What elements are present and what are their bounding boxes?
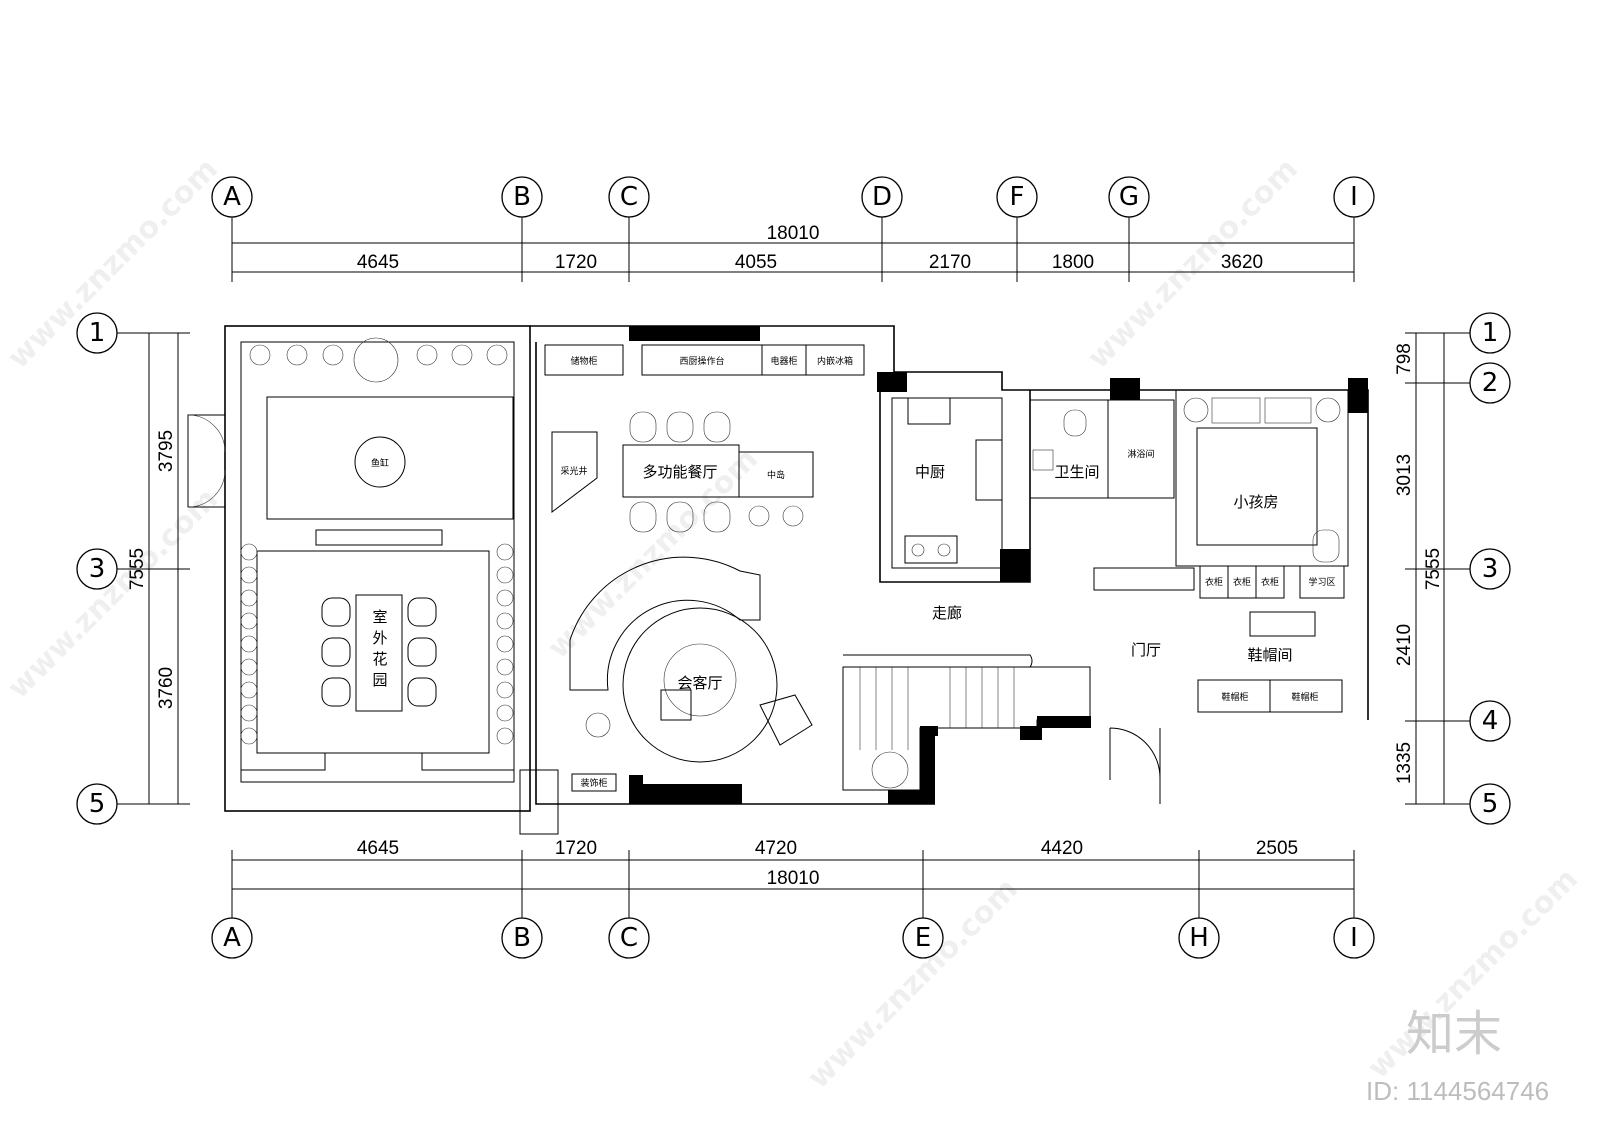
grid-label: A xyxy=(223,923,241,953)
kitchen-label: 中厨 xyxy=(915,463,945,481)
grid-label: 3 xyxy=(1482,554,1499,584)
fridge-label: 内嵌冰箱 xyxy=(817,355,853,367)
top-dimension-segment: 4055 xyxy=(735,252,777,273)
fish-tank-label: 鱼缸 xyxy=(371,457,389,469)
top-total-dimension: 18010 xyxy=(767,223,820,244)
wardrobe-label: 衣柜 xyxy=(1233,576,1251,588)
bottom-dimension-segment: 1720 xyxy=(555,838,597,859)
grid-label: 1 xyxy=(89,318,106,348)
western-counter-label: 西厨操作台 xyxy=(679,355,724,367)
living-room: 会客厅 装饰柜 xyxy=(519,556,813,835)
right-dimension-segment: 3013 xyxy=(1394,454,1415,496)
grid-label: B xyxy=(513,923,531,953)
top-dimension-segment: 1800 xyxy=(1052,252,1094,273)
grid-label: H xyxy=(1189,923,1209,953)
bottom-dimension-segment: 4645 xyxy=(357,838,399,859)
watermark-text: www.znzmo.com xyxy=(801,872,1025,1096)
grid-label: F xyxy=(1010,182,1025,212)
grid-label: C xyxy=(620,182,638,212)
deco-cabinet-label: 装饰柜 xyxy=(580,777,607,789)
entrance-door xyxy=(1109,727,1161,804)
right-dimension-lines xyxy=(1405,332,1473,805)
shoe-cabinet-label: 鞋帽柜 xyxy=(1221,691,1248,703)
island-label: 中岛 xyxy=(767,469,785,481)
bathroom: 卫生间 淋浴间 xyxy=(1029,399,1175,499)
grid-label: D xyxy=(872,182,892,212)
grid-label: C xyxy=(620,923,638,953)
grid-label: 5 xyxy=(89,789,106,819)
foyer-label: 门厅 xyxy=(1131,641,1161,659)
watermark-text: www.znzmo.com xyxy=(1,482,225,706)
grid-label: 2 xyxy=(1482,368,1499,398)
left-grid-axis: 1 3 5 xyxy=(76,312,118,825)
wardrobe-label: 衣柜 xyxy=(1261,576,1279,588)
top-dimension-segment: 3620 xyxy=(1221,252,1263,273)
study-area-label: 学习区 xyxy=(1308,576,1335,588)
bottom-grid-axis: A B C E H I xyxy=(211,917,1375,959)
grid-label: 1 xyxy=(1482,318,1499,348)
shower-label: 淋浴间 xyxy=(1127,448,1154,460)
bottom-dimension-segment: 4720 xyxy=(755,838,797,859)
top-dimension-segment: 1720 xyxy=(555,252,597,273)
garden-label-char: 外 xyxy=(372,629,387,647)
right-grid-axis: 1 2 3 4 5 xyxy=(1469,312,1511,825)
grid-label: I xyxy=(1350,923,1358,953)
skylight-label: 采光井 xyxy=(560,465,587,477)
brand-logo-text: 知末 xyxy=(1406,1006,1502,1062)
bathroom-label: 卫生间 xyxy=(1054,463,1099,481)
kitchen: 中厨 xyxy=(891,397,1003,569)
right-dimension-segment: 2410 xyxy=(1394,624,1415,666)
left-dimension-lines xyxy=(117,332,190,805)
garden-label-char: 室 xyxy=(372,608,387,626)
shoe-cabinet-row: 鞋帽柜 鞋帽柜 xyxy=(1197,679,1343,713)
left-dimension-segment: 3760 xyxy=(156,667,177,709)
dining-room-label: 多功能餐厅 xyxy=(642,463,717,481)
dining-area: 采光井 多功能餐厅 中岛 xyxy=(551,411,814,533)
building-walls xyxy=(530,325,1369,805)
wardrobe-label: 衣柜 xyxy=(1205,576,1223,588)
bottom-dimension-segment: 2505 xyxy=(1256,838,1298,859)
top-dimension-segment: 4645 xyxy=(357,252,399,273)
grid-label: A xyxy=(223,182,241,212)
top-grid-axis: A B C D F G I xyxy=(211,176,1375,218)
grid-label: E xyxy=(915,923,931,953)
garden-label-char: 园 xyxy=(372,671,387,689)
storage-cabinet-label: 储物柜 xyxy=(570,355,597,367)
grid-label: 4 xyxy=(1482,706,1499,736)
top-dimension-segment: 2170 xyxy=(929,252,971,273)
right-dimension-segment: 1335 xyxy=(1394,742,1415,784)
grid-label: B xyxy=(513,182,531,212)
grid-label: 3 xyxy=(89,554,106,584)
staircase xyxy=(842,654,1091,791)
right-total-dimension: 7555 xyxy=(1423,548,1444,590)
watermark-footer: 知末 ID: 1144564746 xyxy=(1366,1006,1549,1106)
grid-label: I xyxy=(1350,182,1358,212)
shoe-room-label: 鞋帽间 xyxy=(1247,646,1292,664)
kids-room: 小孩房 xyxy=(1175,389,1349,567)
garden-label-char: 花 xyxy=(372,650,387,668)
bottom-dimension-lines xyxy=(231,850,1355,920)
bottom-total-dimension: 18010 xyxy=(767,868,820,889)
image-id-text: ID: 1144564746 xyxy=(1366,1076,1549,1106)
grid-label: G xyxy=(1119,182,1139,212)
kids-room-label: 小孩房 xyxy=(1233,493,1278,511)
corridor-label: 走廊 xyxy=(932,604,962,622)
left-dimension-segment: 3795 xyxy=(156,430,177,472)
top-dimension-lines xyxy=(231,213,1355,282)
grid-label: 5 xyxy=(1482,789,1499,819)
living-room-label: 会客厅 xyxy=(677,674,722,692)
wardrobe-row: 衣柜 衣柜 衣柜 学习区 xyxy=(1093,565,1345,599)
bottom-dimension-segment: 4420 xyxy=(1041,838,1083,859)
top-cabinet-row: 储物柜 西厨操作台 电器柜 内嵌冰箱 xyxy=(544,344,865,376)
left-total-dimension: 7555 xyxy=(127,548,148,590)
garden-area: 鱼缸 室 外 花 园 xyxy=(187,325,531,812)
appliance-cabinet-label: 电器柜 xyxy=(770,355,797,367)
right-dimension-segment: 798 xyxy=(1394,343,1415,375)
shoe-cabinet-label: 鞋帽柜 xyxy=(1291,691,1318,703)
